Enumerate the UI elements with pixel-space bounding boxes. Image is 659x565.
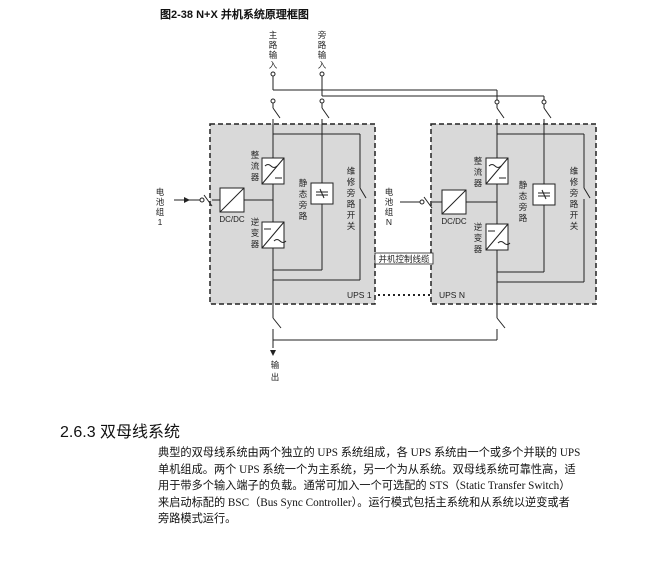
- output-label-1: 输: [271, 360, 280, 370]
- battery-n-label-1: 电: [385, 187, 394, 197]
- maint-bypass-n-label-5: 开: [570, 210, 579, 220]
- section-body: 典型的双母线系统由两个独立的 UPS 系统组成，各 UPS 系统由一个或多个并联…: [158, 445, 600, 528]
- main-input-label-1: 主: [269, 30, 278, 40]
- bypass-input-label-4: 入: [318, 60, 327, 70]
- inverter-1-label-3: 器: [251, 239, 260, 249]
- battery-1-label-2: 池: [156, 197, 165, 207]
- main-input-label-3: 输: [269, 50, 278, 60]
- maint-bypass-1-label-4: 路: [347, 199, 356, 209]
- inverter-n-label-3: 器: [474, 244, 483, 254]
- static-bypass-1-label-1: 静: [299, 178, 308, 188]
- maint-bypass-n-label-4: 路: [570, 199, 579, 209]
- battery-1-label-4: 1: [158, 217, 163, 227]
- rectifier-n-label-1: 整: [474, 156, 483, 166]
- battery-n-label-4: N: [386, 217, 392, 227]
- static-bypass-n-label-1: 静: [519, 180, 528, 190]
- bypass-input-label-3: 输: [318, 50, 327, 60]
- inverter-n-label-2: 变: [474, 233, 483, 243]
- main-input-label-4: 入: [269, 60, 278, 70]
- figure-caption: 图2-38 N+X 并机系统原理框图: [160, 9, 309, 21]
- bypass-input-label-2: 路: [318, 40, 327, 50]
- rectifier-n-label-2: 流: [474, 167, 483, 177]
- maint-bypass-n-label-3: 旁: [570, 188, 579, 198]
- battery-1-label-3: 组: [156, 207, 165, 217]
- bypass-input-label-1: 旁: [318, 30, 327, 40]
- inverter-1-label-1: 逆: [251, 217, 260, 227]
- ups-1-module: [209, 123, 376, 305]
- inverter-n-label-1: 逆: [474, 222, 483, 232]
- main-input-label-2: 路: [269, 40, 278, 50]
- maint-bypass-1-label-5: 开: [347, 210, 356, 220]
- ups-n-label: UPS N: [439, 290, 465, 300]
- maint-bypass-n-label-2: 修: [570, 177, 579, 187]
- parallel-cable-label: 并机控制线缆: [378, 254, 430, 264]
- body-line: 旁路模式运行。: [158, 513, 237, 526]
- body-line: 用于带多个输入端子的负载。通常可加入一个可选配的 STS（Static Tran…: [158, 480, 571, 493]
- static-bypass-n-label-2: 态: [519, 191, 528, 201]
- rectifier-n-label-3: 器: [474, 178, 483, 188]
- static-bypass-1-label-4: 路: [299, 211, 308, 221]
- rectifier-1-label-2: 流: [251, 161, 260, 171]
- maint-bypass-n-label-6: 关: [570, 221, 579, 231]
- static-bypass-n-label-4: 路: [519, 213, 528, 223]
- body-line: 来启动标配的 BSC（Bus Sync Controller）。运行模式包括主系…: [158, 496, 570, 509]
- static-bypass-1-label-2: 态: [299, 189, 308, 199]
- output-label-2: 出: [271, 372, 280, 382]
- dcdc-n-label: DC/DC: [441, 217, 467, 226]
- body-line: 典型的双母线系统由两个独立的 UPS 系统组成，各 UPS 系统由一个或多个并联…: [158, 447, 581, 459]
- ups-parallel-diagram: 主 路 输 入 旁 路 输 入 输 出 电 池 组 1 电 池 组 N 整 流 …: [156, 30, 597, 382]
- rectifier-1-label-1: 整: [251, 150, 260, 160]
- section-heading: 2.6.3 双母线系统: [60, 424, 181, 441]
- battery-n-label-3: 组: [385, 207, 394, 217]
- inverter-1-label-2: 变: [251, 228, 260, 238]
- static-bypass-n-label-3: 旁: [519, 202, 528, 212]
- maint-bypass-1-label-1: 维: [347, 166, 356, 176]
- battery-n-label-2: 池: [385, 197, 394, 207]
- static-bypass-1-label-3: 旁: [299, 200, 308, 210]
- rectifier-1-label-3: 器: [251, 172, 260, 182]
- ups-1-label: UPS 1: [347, 290, 372, 300]
- battery-1-label-1: 电: [156, 187, 165, 197]
- maint-bypass-1-label-2: 修: [347, 177, 356, 187]
- maint-bypass-1-label-6: 关: [347, 221, 356, 231]
- body-line: 单机组成。两个 UPS 系统一个为主系统，另一个为从系统。双母线系统可靠性高，适: [158, 463, 576, 476]
- dcdc-1-label: DC/DC: [219, 215, 245, 224]
- maint-bypass-n-label-1: 维: [570, 166, 579, 176]
- maint-bypass-1-label-3: 旁: [347, 188, 356, 198]
